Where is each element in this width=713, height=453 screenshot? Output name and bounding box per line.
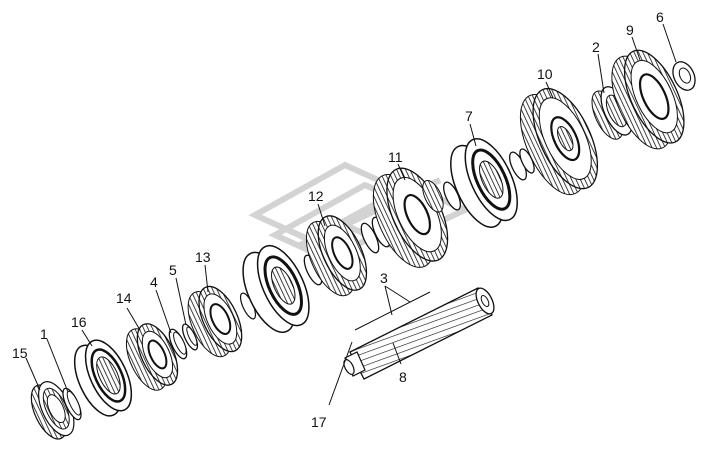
part-9-gear (611, 49, 685, 150)
part-13-gear (187, 285, 243, 358)
label-15: 15 (12, 345, 28, 361)
part-3-bracket (354, 285, 431, 331)
label-9: 9 (626, 22, 634, 38)
label-17: 17 (311, 414, 327, 430)
label-1: 1 (40, 326, 48, 342)
part-16-hub (73, 339, 133, 417)
label-8: 8 (399, 369, 407, 385)
part-2-bearing (591, 86, 633, 140)
label-5: 5 (169, 262, 177, 278)
label-3: 3 (380, 270, 388, 286)
label-6: 6 (656, 9, 664, 25)
part-8-splined-shaft (343, 287, 495, 380)
callout-labels: 15 1 16 14 4 5 13 12 11 7 10 2 9 6 3 8 1… (12, 9, 664, 430)
part-1-ring (62, 387, 82, 421)
leader-lines (25, 23, 677, 406)
part-12-gear (305, 215, 368, 297)
part-4-ring (168, 328, 188, 360)
part-14-gear (125, 323, 179, 391)
label-4: 4 (150, 274, 158, 290)
part-5-ring (181, 323, 199, 351)
middle-synchro-hub (242, 244, 310, 334)
part-11-gear (372, 167, 449, 268)
label-13: 13 (195, 249, 211, 265)
label-7: 7 (465, 108, 473, 124)
label-16: 16 (71, 314, 87, 330)
label-12: 12 (308, 188, 324, 204)
label-2: 2 (592, 39, 600, 55)
part-7-hub (450, 138, 518, 228)
part-6-washer (672, 61, 696, 91)
label-10: 10 (537, 66, 553, 82)
label-11: 11 (388, 149, 403, 165)
part-15-gear (30, 381, 75, 440)
part-10-gear (519, 87, 599, 196)
label-14: 14 (116, 290, 132, 306)
